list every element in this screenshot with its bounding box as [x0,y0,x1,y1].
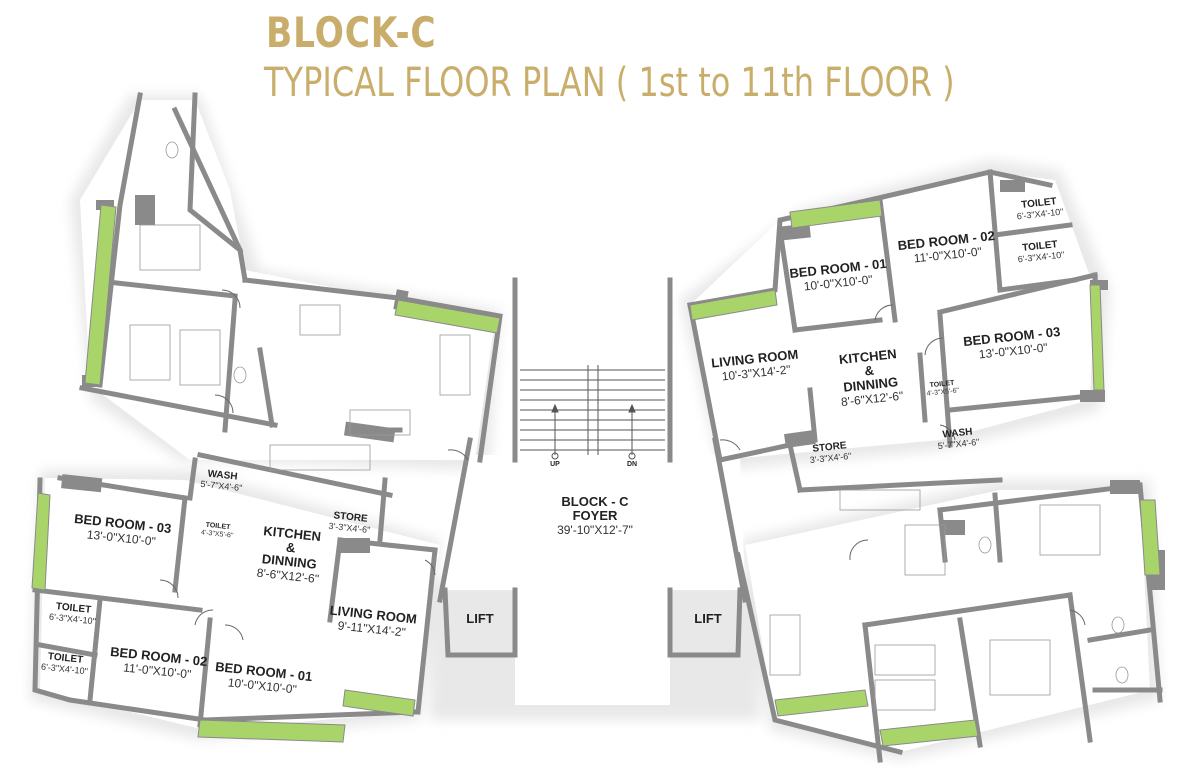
dining-table-icon [904,524,946,576]
bed-icon [874,644,936,676]
bed-icon [139,224,201,271]
toilet-icon [1115,666,1129,684]
doors [159,289,1086,641]
sofa-icon [439,334,471,396]
kitchen-counter-icon [839,489,921,511]
stair-up-label: UP [550,461,560,468]
sofa-icon [349,409,411,436]
toilet-icon [978,536,992,554]
bed-icon [1039,504,1101,556]
plan-subtitle: TYPICAL FLOOR PLAN ( 1st to 11th FLOOR ) [264,60,955,106]
right-kitchen-label: KITCHEN & DINNING 8'-6"X12'-6" [838,346,904,410]
bed-icon [179,329,221,386]
bed-icon [989,639,1051,696]
columns [61,180,1165,590]
toilet-icon [233,366,247,384]
toilet-icon [1111,616,1125,634]
sofa-icon [769,614,801,676]
foyer-label: BLOCK - C FOYER 39'-10"X12'-7" [557,494,633,538]
lift-left-label: LIFT [466,611,494,626]
furniture [129,141,1129,711]
kitchen-counter-icon [269,444,371,471]
dining-table-icon [299,304,341,336]
lift-right-label: LIFT [694,611,722,626]
planters [31,199,1161,747]
toilet-icon [165,141,179,159]
staircase [520,365,665,460]
plan-title: BLOCK-C [266,8,437,57]
bed-icon [129,324,171,381]
left-kitchen-label: KITCHEN & DINNING 8'-6"X12'-6" [256,523,322,587]
stair-down-label: DN [626,461,638,468]
bed-icon [874,679,936,711]
